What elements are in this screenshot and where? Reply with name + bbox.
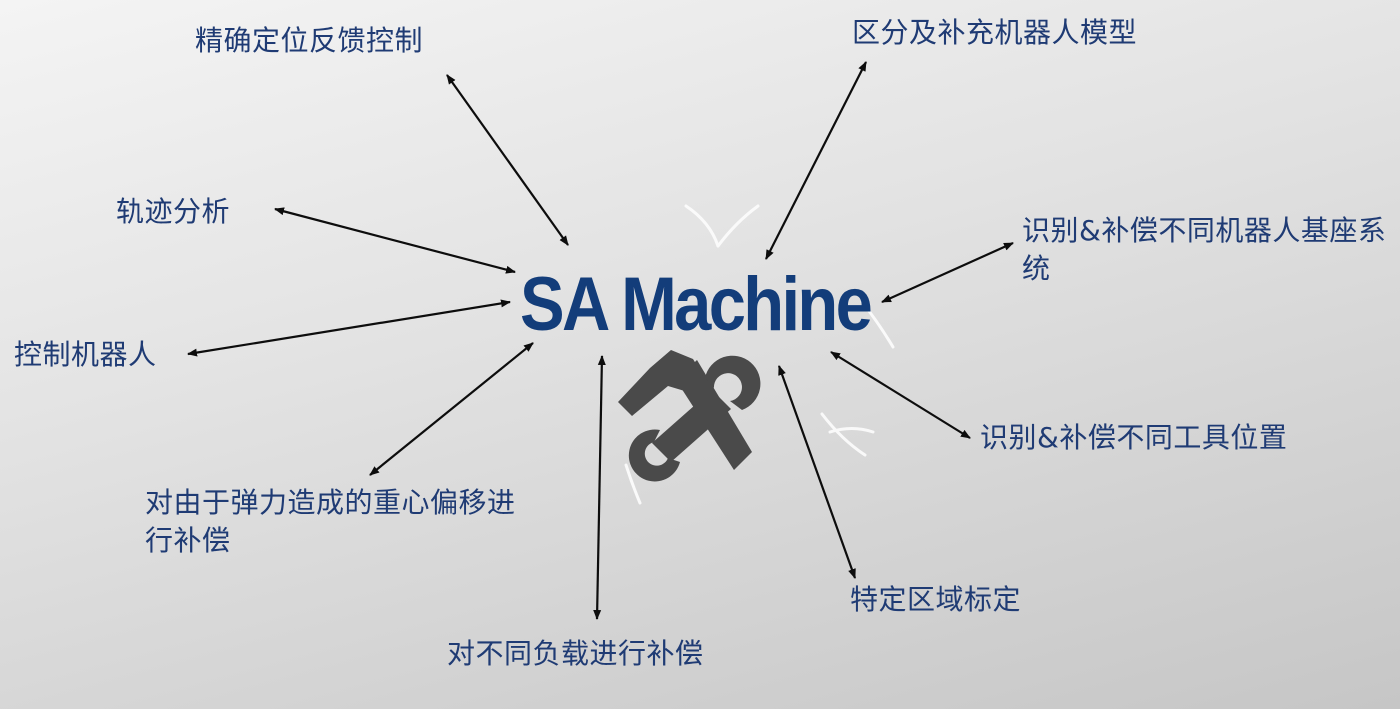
node-tool-position: 识别&补偿不同工具位置 xyxy=(980,421,1288,454)
arrow-precise-positioning xyxy=(446,74,569,246)
arrow-area-calibration xyxy=(777,365,857,579)
node-control-robot: 控制机器人 xyxy=(14,338,157,371)
arrow-gravity-offset xyxy=(369,342,534,476)
center-title: SA Machine xyxy=(520,262,873,347)
arrow-load-compensation xyxy=(593,355,606,620)
arrow-base-system xyxy=(881,241,1014,304)
node-load-compensation: 对不同负载进行补偿 xyxy=(447,637,704,670)
arrow-robot-model xyxy=(765,61,867,260)
node-area-calibration: 特定区域标定 xyxy=(850,583,1022,616)
node-trajectory-analysis: 轨迹分析 xyxy=(116,195,231,228)
node-robot-model: 区分及补充机器人模型 xyxy=(852,16,1138,49)
connectors xyxy=(187,61,1014,620)
arrow-trajectory-analysis xyxy=(274,207,516,274)
arrow-tool-position xyxy=(830,351,971,439)
arrow-control-robot xyxy=(187,299,511,357)
node-precise-positioning: 精确定位反馈控制 xyxy=(195,24,424,57)
hammer-wrench-icon xyxy=(618,350,761,482)
node-base-system: 识别&补偿不同机器人基座系统 xyxy=(1022,214,1387,285)
node-gravity-offset: 对由于弹力造成的重心偏移进行补偿 xyxy=(145,486,516,557)
